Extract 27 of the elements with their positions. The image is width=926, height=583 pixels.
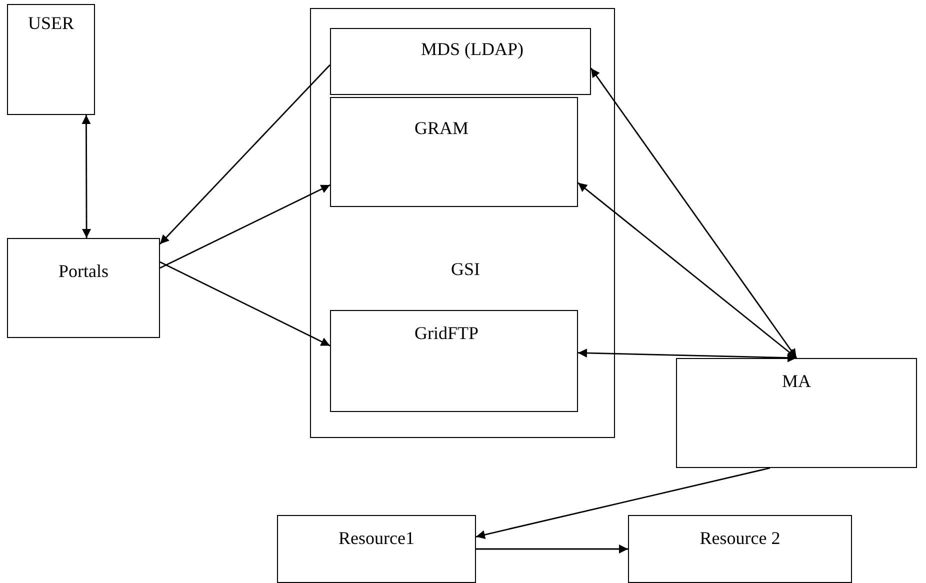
process-box (330, 310, 578, 412)
arrow (82, 115, 92, 238)
box-label: Portals (58, 261, 108, 282)
box-label: Resource1 (338, 528, 414, 549)
arrow (476, 544, 628, 554)
box-label: MA (782, 371, 811, 392)
process-box (277, 515, 476, 583)
process-box (676, 358, 917, 468)
arrow (578, 182, 797, 359)
arrow (578, 348, 797, 362)
arrow (160, 64, 330, 244)
box-label: MDS (LDAP) (421, 38, 524, 60)
process-box (7, 238, 160, 338)
arrow (476, 467, 770, 540)
process-box (330, 28, 590, 94)
box-label: GRAM (414, 118, 469, 138)
box-label: GridFTP (414, 322, 479, 344)
arrow (160, 184, 330, 269)
box-label: GSI (451, 259, 480, 280)
box-label: Resource 2 (700, 528, 780, 549)
arrow (590, 68, 798, 358)
process-box (7, 4, 95, 115)
container-box (310, 8, 615, 438)
arrow (160, 261, 330, 346)
process-box (628, 515, 852, 583)
process-box (330, 96, 578, 206)
box-label: USER (28, 13, 74, 34)
